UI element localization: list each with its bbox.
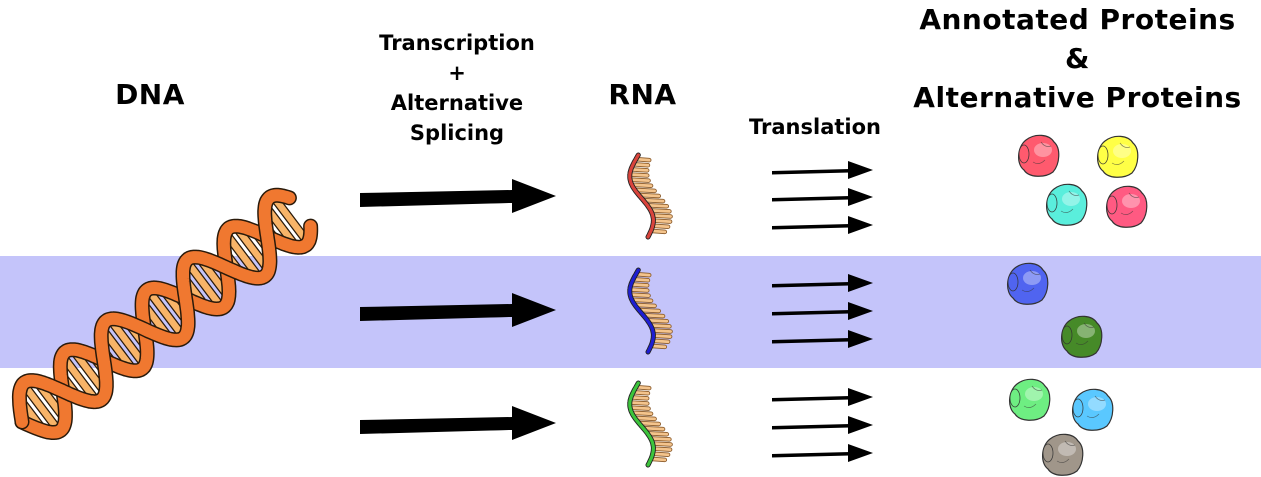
transcription-label: Transcription + Alternative Splicing <box>352 28 562 148</box>
protein-icon <box>1042 433 1084 476</box>
protein-icon <box>1072 388 1114 431</box>
proteins-label-line-1: Annotated Proteins <box>919 3 1236 36</box>
transcription-label-line-2: + <box>448 61 466 85</box>
transcription-arrow-icon <box>360 293 556 327</box>
protein-blobs <box>1007 134 1148 476</box>
translation-arrows <box>772 161 873 462</box>
translation-arrow-icon <box>772 416 873 434</box>
dna-rung <box>58 352 101 405</box>
rna-strands <box>627 152 673 468</box>
translation-arrow-icon <box>772 388 873 406</box>
translation-arrow-icon <box>772 302 873 320</box>
dna-strand <box>16 220 317 439</box>
protein-icon <box>1046 183 1088 226</box>
dna-rung <box>144 286 188 341</box>
translation-arrow-icon <box>772 330 873 348</box>
rna-strand-icon <box>627 152 673 240</box>
transcription-label-line-1: Transcription <box>379 31 535 55</box>
protein-icon <box>1097 135 1139 178</box>
protein-icon <box>1009 378 1051 421</box>
translation-arrow-icon <box>772 274 873 292</box>
protein-icon <box>1061 315 1103 358</box>
transcription-arrow-icon <box>360 179 556 213</box>
dna-label: DNA <box>115 78 185 111</box>
translation-label: Translation <box>749 115 881 139</box>
proteins-label-line-3: Alternative Proteins <box>913 81 1242 114</box>
dna-strand <box>13 189 296 428</box>
dna-double-helix-icon <box>11 187 319 440</box>
dna-rung <box>269 192 312 246</box>
translation-arrow-icon <box>772 161 873 179</box>
dna-rung <box>182 257 226 312</box>
proteins-label-line-2: & <box>1065 42 1090 75</box>
rna-strand-icon <box>627 380 673 468</box>
dna-rung <box>106 315 149 369</box>
proteins-label: Annotated Proteins & Alternative Protein… <box>895 0 1260 117</box>
translation-arrow-icon <box>772 188 873 206</box>
rna-strand-icon <box>627 267 673 355</box>
protein-icon <box>1106 185 1148 228</box>
rna-label: RNA <box>608 78 677 111</box>
protein-icon <box>1018 134 1060 177</box>
transcription-label-line-3: Alternative <box>390 91 524 115</box>
translation-arrow-icon <box>772 444 873 462</box>
dna-rung <box>19 380 63 435</box>
transcription-arrow-icon <box>360 406 556 440</box>
protein-icon <box>1007 262 1049 305</box>
translation-arrow-icon <box>772 216 873 234</box>
transcription-arrows <box>360 179 556 440</box>
transcription-label-line-4: Splicing <box>409 121 505 145</box>
